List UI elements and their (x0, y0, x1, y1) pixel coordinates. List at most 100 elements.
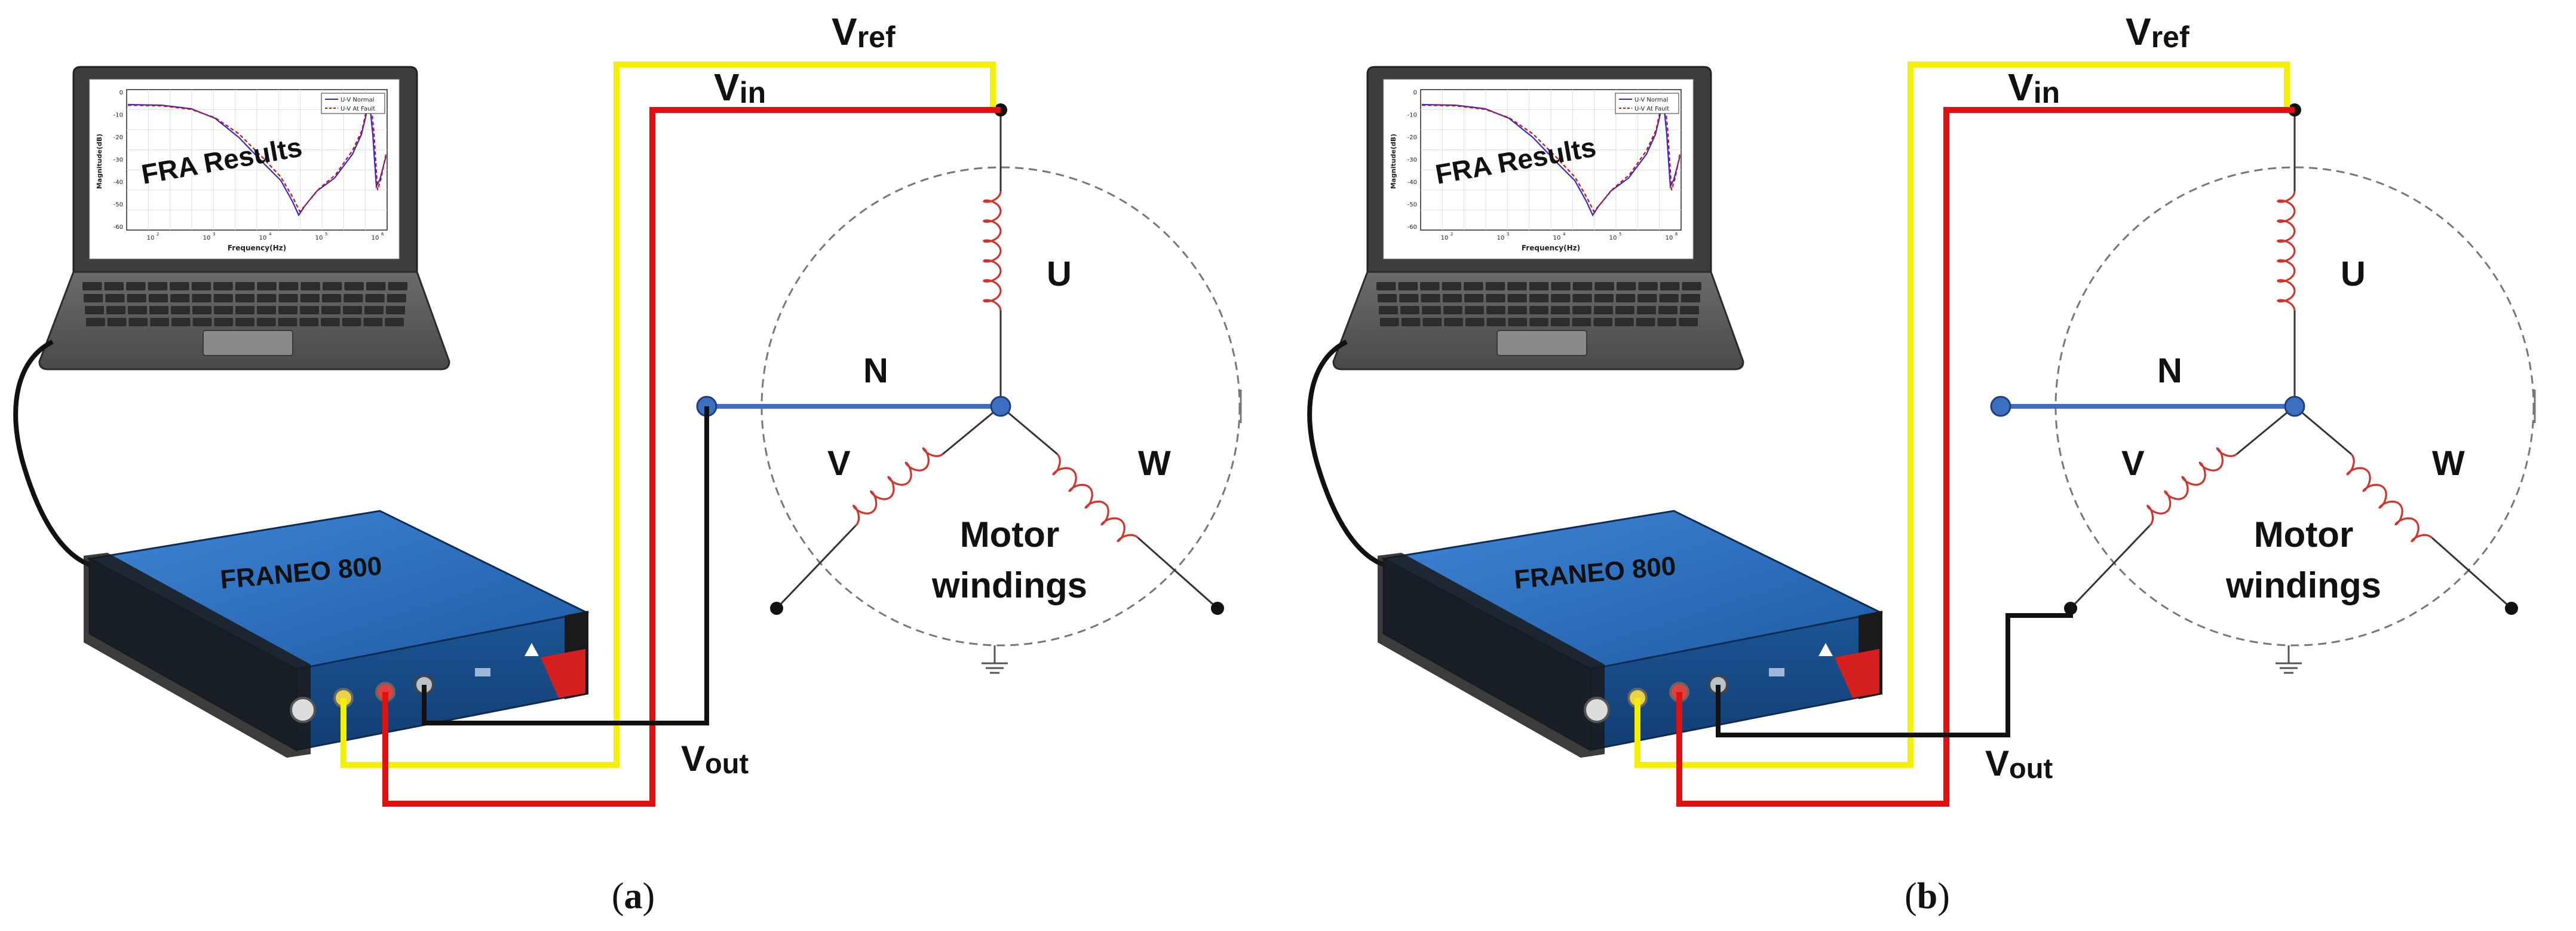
laptop-key (1680, 294, 1700, 302)
franeo-device: FRANEO 800 (1378, 510, 1884, 758)
v-lead (775, 525, 857, 610)
motor-boundary (2054, 166, 2535, 647)
laptop-key (148, 294, 168, 302)
legend-normal-label: U-V Normal (341, 97, 375, 103)
laptop-key (170, 282, 189, 290)
w-lead (1137, 537, 1218, 610)
port-ground (290, 697, 316, 723)
motor-label-line1: Motor (960, 514, 1060, 555)
laptop: 0-10-20-30-40-50-60102103104105106Freque… (1332, 66, 1744, 370)
laptop-key (128, 318, 148, 326)
laptop-key (127, 294, 146, 302)
laptop-key (191, 282, 211, 290)
usb-cable (1307, 339, 1385, 567)
plot-xtick-exp: 4 (269, 232, 272, 237)
usb-cable (13, 339, 91, 567)
plot-ytick: -30 (114, 157, 123, 164)
laptop-key (1420, 282, 1440, 290)
laptop-key (1594, 306, 1613, 314)
motor-label-line1: Motor (2254, 514, 2354, 555)
laptop-key (278, 306, 298, 314)
laptop-key (213, 282, 233, 290)
laptop-key (192, 318, 212, 326)
laptop-key (278, 282, 299, 290)
device-red-corner (1835, 649, 1879, 698)
u-winding-coil (982, 191, 1002, 311)
laptop-key (1615, 318, 1634, 326)
laptop-key (150, 318, 169, 326)
plot-ytick: -20 (1407, 134, 1417, 141)
plot-xtick-exp: 2 (1450, 232, 1453, 237)
plot-ytick: 0 (119, 90, 123, 96)
laptop-key (257, 282, 277, 290)
plot-xtick: 10 (1666, 235, 1673, 241)
laptop-key (1615, 294, 1636, 302)
laptop-key (1660, 282, 1680, 290)
laptop-key (192, 306, 211, 314)
panel-caption: (b) (1905, 876, 1950, 917)
laptop-key (1657, 318, 1677, 326)
v-winding-coil (2146, 447, 2237, 527)
laptop-key (1529, 318, 1548, 326)
laptop-key (1572, 282, 1593, 290)
laptop-key (1422, 318, 1442, 326)
port-ground (1584, 697, 1610, 723)
laptop-key (1593, 318, 1613, 326)
laptop-key (364, 306, 384, 314)
laptop-key (1594, 282, 1614, 290)
laptop: 0-10-20-30-40-50-60102103104105106Freque… (38, 66, 450, 370)
laptop-key (1551, 294, 1571, 302)
laptop-key (300, 294, 320, 302)
w-winding-coil (1052, 454, 1139, 542)
laptop-keyboard (1376, 282, 1701, 326)
plot-ytick: -60 (114, 224, 123, 231)
laptop-key (1465, 306, 1484, 314)
v-lead (2069, 525, 2151, 610)
fra-plot: 0-10-20-30-40-50-60102103104105106Freque… (96, 89, 388, 252)
laptop-key (235, 282, 255, 290)
vref-wire (1634, 62, 2290, 768)
laptop-key (366, 282, 386, 290)
w-stem (1000, 405, 1058, 455)
laptop-key (128, 306, 147, 314)
laptop-touchpad (1496, 330, 1587, 356)
laptop-key (214, 306, 233, 314)
w-label: W (2432, 444, 2465, 483)
laptop-key (363, 318, 383, 326)
v-winding-coil (852, 447, 943, 527)
laptop-key (321, 294, 342, 302)
laptop-key (1464, 282, 1483, 290)
plot-ytick: -20 (114, 134, 123, 141)
laptop-key (388, 282, 407, 290)
plot-ytick: -40 (1407, 179, 1417, 186)
vref-label: Vref (2126, 10, 2189, 54)
device-left-bumper (84, 553, 311, 758)
laptop-key (1486, 306, 1505, 314)
laptop-key (192, 294, 211, 302)
n-label: N (863, 351, 888, 390)
laptop-key (257, 294, 277, 302)
laptop-key (82, 282, 102, 290)
motor-label-line2: windings (931, 565, 1087, 605)
plot-xtick: 10 (1553, 235, 1561, 241)
laptop-key (1442, 294, 1462, 302)
laptop-key (1508, 318, 1528, 326)
laptop-key (149, 306, 168, 314)
laptop-key (171, 306, 190, 314)
franeo-device: FRANEO 800 (84, 510, 590, 758)
plot-xtick: 10 (372, 235, 379, 241)
laptop-key (1444, 318, 1463, 326)
panel-a: 0-10-20-30-40-50-60102103104105106Freque… (13, 10, 1242, 917)
device-left-bumper (1378, 553, 1605, 758)
laptop-key (1594, 294, 1614, 302)
panel-b: 0-10-20-30-40-50-60102103104105106Freque… (1307, 10, 2536, 917)
vin-wire (382, 107, 1001, 807)
laptop-key (278, 294, 298, 302)
warning-icon (1818, 643, 1833, 656)
laptop-key (1508, 306, 1527, 314)
vin-label: Vin (2008, 66, 2060, 109)
laptop-touchpad (203, 330, 293, 356)
laptop-key (235, 306, 254, 314)
laptop-key (1551, 306, 1570, 314)
laptop-key (257, 306, 276, 314)
